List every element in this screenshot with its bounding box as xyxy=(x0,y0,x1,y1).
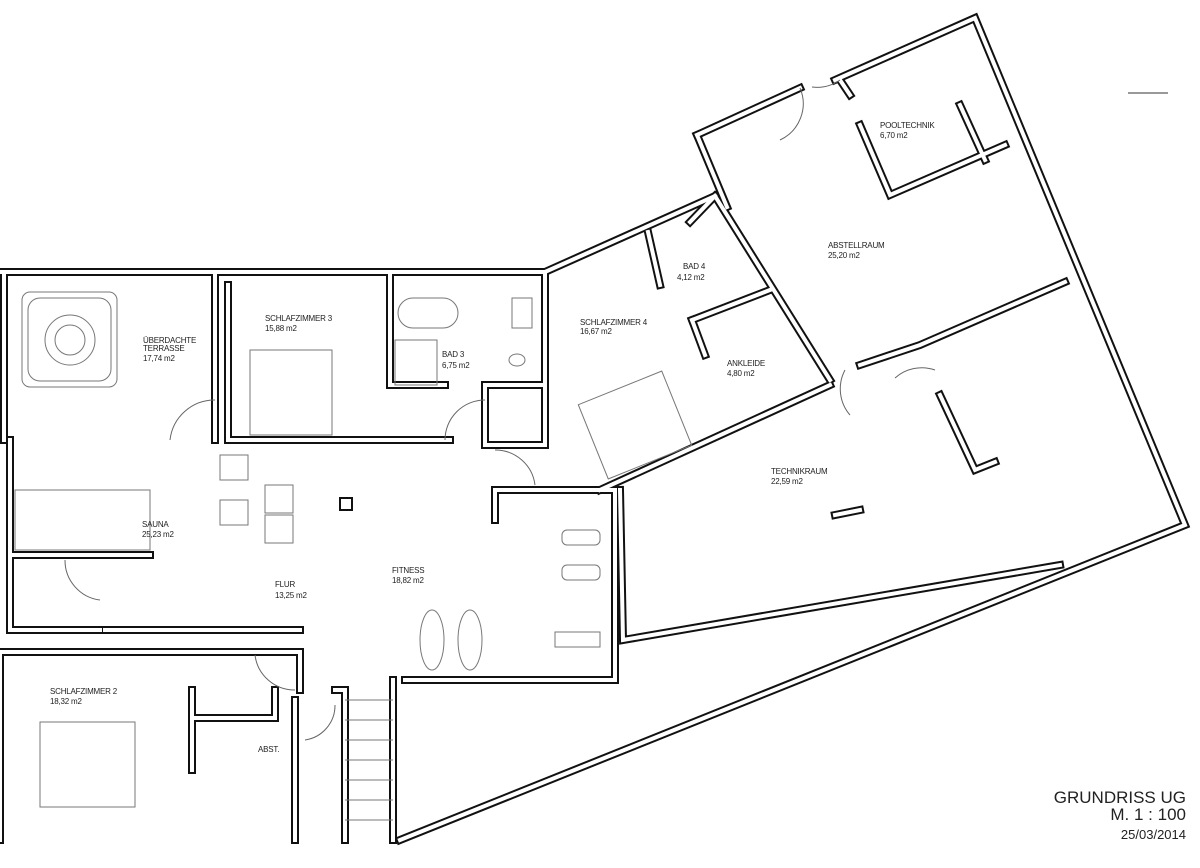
plan-title: GRUNDRISS UG xyxy=(1053,788,1186,807)
room-name-terrasse: ÜBERDACHTE xyxy=(143,336,196,345)
bathtub xyxy=(397,297,459,329)
room-area-bad-4: 4,12 m2 xyxy=(677,273,705,282)
room-area-schlafzimmer-2: 18,32 m2 xyxy=(50,697,83,706)
room-name-schlafzimmer-2: SCHLAFZIMMER 2 xyxy=(50,687,118,696)
title-block: GRUNDRISS UG M. 1 : 100 25/03/2014 xyxy=(1054,789,1186,846)
room-name-bad-4: BAD 4 xyxy=(683,262,706,271)
bed xyxy=(39,721,136,808)
room-area-bad-3: 6,75 m2 xyxy=(442,361,470,370)
plan-date: 25/03/2014 xyxy=(1120,827,1186,842)
room-name-terrasse-2: TERRASSE xyxy=(143,344,185,353)
treadmill xyxy=(419,609,445,671)
plan-scale: M. 1 : 100 xyxy=(1110,805,1186,824)
room-name-pooltechnik: POOLTECHNIK xyxy=(880,121,935,130)
room-labels: ÜBERDACHTE TERRASSE 17,74 m2 SCHLAFZIMME… xyxy=(50,121,936,754)
doors xyxy=(64,79,936,741)
walls xyxy=(0,18,1185,840)
room-name-schlafzimmer-4: SCHLAFZIMMER 4 xyxy=(580,318,648,327)
whirlpool xyxy=(21,291,118,388)
room-name-sauna: SAUNA xyxy=(142,520,169,529)
bed xyxy=(249,349,333,436)
room-name-technikraum: TECHNIKRAUM xyxy=(771,467,828,476)
room-area-fitness: 18,82 m2 xyxy=(392,576,425,585)
room-area-ankleide: 4,80 m2 xyxy=(727,369,755,378)
room-name-abstellraum: ABSTELLRAUM xyxy=(828,241,885,250)
room-name-bad-3: BAD 3 xyxy=(442,350,465,359)
room-area-sauna: 25,23 m2 xyxy=(142,530,175,539)
room-name-flur: FLUR xyxy=(275,580,296,589)
room-area-technikraum: 22,59 m2 xyxy=(771,477,804,486)
sauna-bench xyxy=(14,489,151,551)
room-area-pooltechnik: 6,70 m2 xyxy=(880,131,908,140)
room-name-fitness: FITNESS xyxy=(392,566,424,575)
room-area-flur: 13,25 m2 xyxy=(275,591,308,600)
room-area-terrasse: 17,74 m2 xyxy=(143,354,176,363)
room-area-schlafzimmer-4: 16,67 m2 xyxy=(580,327,613,336)
room-area-schlafzimmer-3: 15,88 m2 xyxy=(265,324,298,333)
bed xyxy=(577,370,693,480)
furniture xyxy=(14,92,1168,821)
room-name-abstellraum-small: ABST. xyxy=(258,745,279,754)
room-name-ankleide: ANKLEIDE xyxy=(727,359,765,368)
room-name-schlafzimmer-3: SCHLAFZIMMER 3 xyxy=(265,314,333,323)
room-area-abstellraum: 25,20 m2 xyxy=(828,251,861,260)
